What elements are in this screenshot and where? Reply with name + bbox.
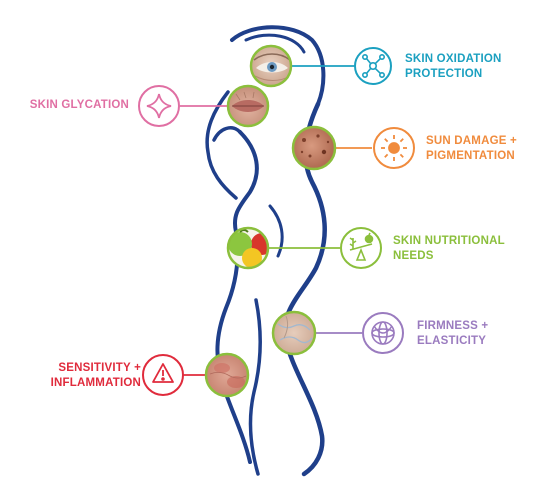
label-firmness-line1: FIRMNESS + xyxy=(417,320,489,332)
label-sensitivity-line2: INFLAMMATION xyxy=(50,377,141,389)
label-sun-damage-line1: SUN DAMAGE + xyxy=(426,135,517,147)
label-firmness-elasticity: FIRMNESS + ELASTICITY xyxy=(417,319,488,349)
front-leg-outline xyxy=(248,298,262,476)
back-outline xyxy=(282,101,327,477)
hip-stroke xyxy=(268,204,284,258)
sparkle-icon xyxy=(138,85,180,127)
label-firmness-line2: ELASTICITY xyxy=(417,335,487,347)
firmness-photo xyxy=(271,310,317,356)
label-sun-damage: SUN DAMAGE + PIGMENTATION xyxy=(426,134,517,164)
label-skin-oxidation-line1: SKIN OXIDATION xyxy=(405,53,502,65)
eye-photo xyxy=(249,44,293,88)
label-sensitivity-inflammation: SENSITIVITY + INFLAMMATION xyxy=(51,361,141,391)
label-sensitivity-line1: SENSITIVITY + xyxy=(58,362,141,374)
sensitivity-photo xyxy=(204,352,250,398)
lips-photo xyxy=(226,84,270,128)
label-skin-glycation-line1: SKIN GLYCATION xyxy=(29,99,129,111)
molecule-icon xyxy=(354,47,392,85)
label-skin-nutritional-line1: SKIN NUTRITIONAL xyxy=(393,235,505,247)
hair-inner-stroke xyxy=(244,33,306,54)
connectors xyxy=(180,65,372,376)
label-skin-glycation: SKIN GLYCATION xyxy=(30,98,129,113)
sun-damage-photo xyxy=(291,125,337,171)
fruit-photo xyxy=(226,226,270,270)
arm-outline xyxy=(205,90,238,200)
label-skin-oxidation-line2: PROTECTION xyxy=(405,68,483,80)
warning-icon xyxy=(142,354,184,396)
hair-outline xyxy=(230,25,326,106)
sun-icon xyxy=(373,127,415,169)
globe-icon xyxy=(362,312,404,354)
chest-outline xyxy=(233,130,259,234)
belly-outline xyxy=(215,230,252,464)
label-skin-nutritional-line2: NEEDS xyxy=(393,250,434,262)
label-skin-oxidation: SKIN OXIDATION PROTECTION xyxy=(405,52,502,82)
label-sun-damage-line2: PIGMENTATION xyxy=(426,150,515,162)
shoulder-stroke xyxy=(212,126,242,142)
label-skin-nutritional-needs: SKIN NUTRITIONAL NEEDS xyxy=(393,234,505,264)
body-silhouette xyxy=(205,25,327,477)
scale-icon xyxy=(340,227,382,269)
